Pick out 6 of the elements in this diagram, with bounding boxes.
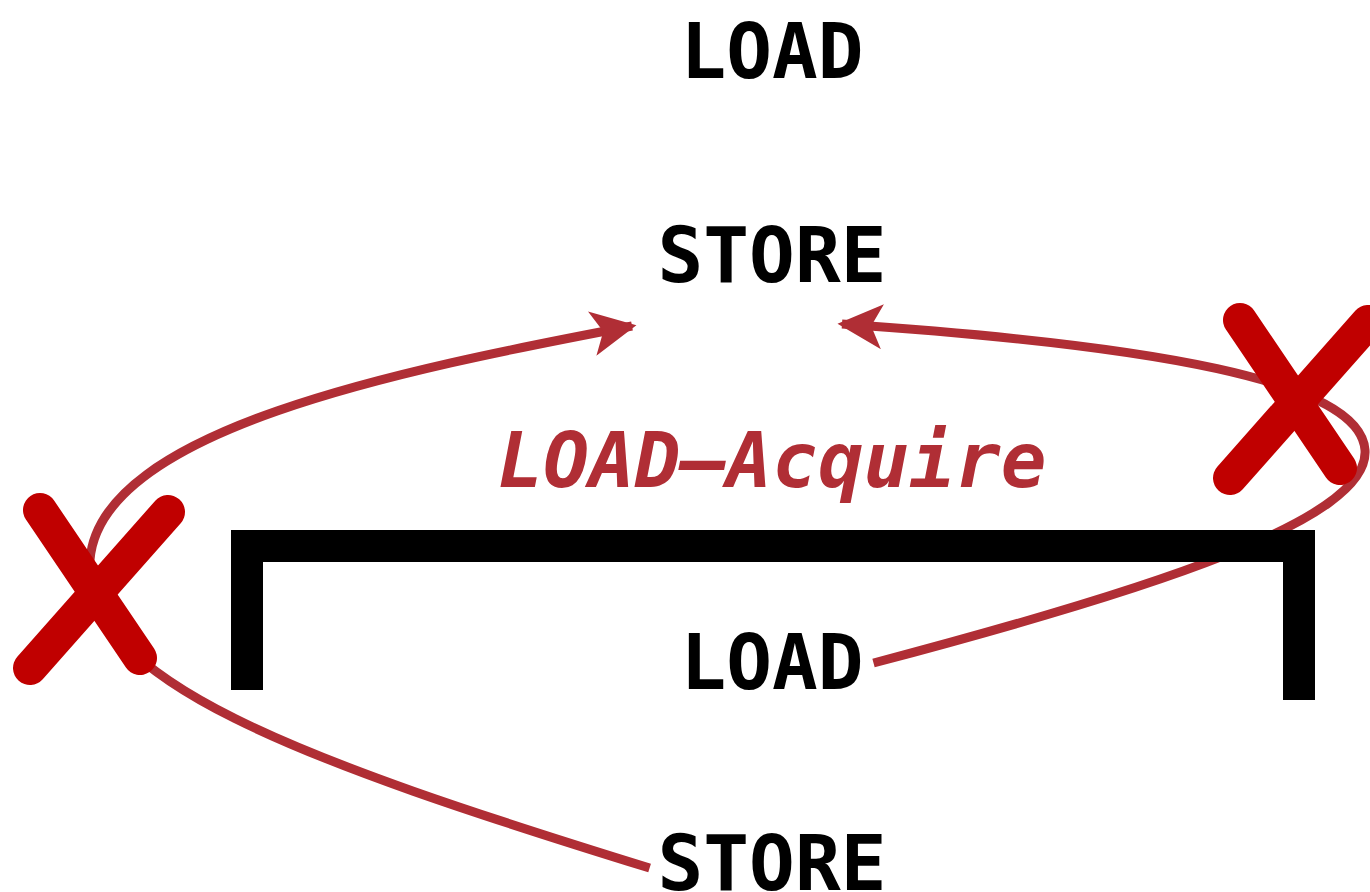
instruction-label: LOAD [680,625,864,701]
instruction-label: STORE [657,826,887,892]
arrow [85,311,651,873]
arrow [837,304,1370,668]
instruction-label: LOAD [680,14,864,90]
instruction-label: STORE [657,218,887,294]
